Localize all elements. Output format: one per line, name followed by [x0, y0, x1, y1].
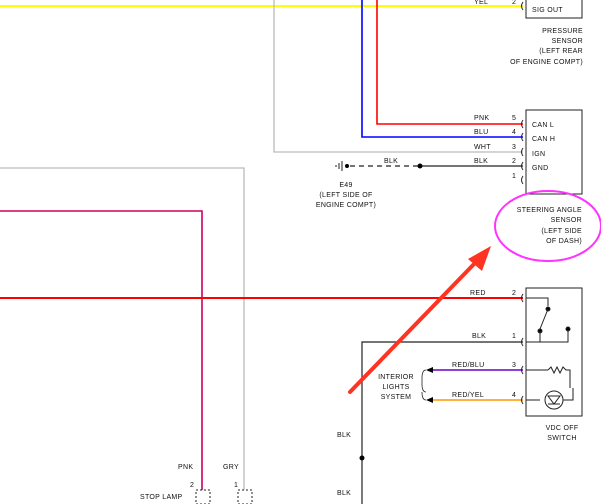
sas-pin-2: 2 — [512, 158, 516, 165]
splice-dot — [417, 163, 423, 169]
vdc-wire-red-label: RED — [470, 290, 486, 297]
sas-connector-icons — [521, 119, 524, 185]
steering-angle-sensor-box — [525, 109, 583, 195]
bottom-pin-1: 1 — [234, 482, 238, 489]
ground-location-2: ENGINE COMPT) — [316, 202, 376, 209]
blk-label-2: BLK — [337, 490, 351, 497]
blu-can-h-wire — [361, 0, 523, 138]
sas-pin-label-ign: IGN — [532, 151, 545, 158]
pressure-wire-color-label: YEL — [474, 0, 488, 6]
pressure-sensor-box — [525, 0, 583, 19]
ground-wire-label: BLK — [384, 158, 398, 165]
vdc-wire-redblu-label: RED/BLU — [452, 362, 484, 369]
vdc-wire-blk-label: BLK — [472, 333, 486, 340]
highlight-circle — [494, 190, 601, 262]
vdc-pin-1: 1 — [512, 333, 516, 340]
vdc-pin-3: 3 — [512, 362, 516, 369]
sas-wire-label-3: WHT — [474, 144, 491, 151]
annotation-arrow — [348, 246, 491, 394]
vdc-wire-redyel-label: RED/YEL — [452, 392, 484, 399]
sas-pin-3: 3 — [512, 144, 516, 151]
blk-splice-dot — [359, 455, 365, 461]
sas-pin-5: 5 — [512, 115, 516, 122]
interior-lights-3: SYSTEM — [381, 394, 412, 401]
interior-lights-1: INTERIOR — [378, 374, 414, 381]
pnk-wire — [0, 210, 203, 490]
bottom-pin-2: 2 — [190, 482, 194, 489]
vdc-pin-4: 4 — [512, 392, 516, 399]
sas-name-4: OF DASH) — [546, 238, 582, 245]
ground-dot — [345, 164, 349, 168]
sas-name-1: STEERING ANGLE — [517, 207, 582, 214]
pressure-pin-number: 2 — [512, 0, 516, 6]
ground-id: E49 — [339, 182, 352, 189]
stop-lamp-connector-icon — [195, 489, 253, 504]
pressure-sensor-name-2: SENSOR — [552, 38, 583, 45]
vdc-off-switch-box — [525, 287, 583, 417]
sas-pin-label-can-h: CAN H — [532, 136, 555, 143]
sas-name-2: SENSOR — [551, 217, 582, 224]
pressure-pin-label: SIG OUT — [532, 7, 563, 14]
sas-wire-label-5: PNK — [474, 115, 489, 122]
pressure-sensor-name-4: OF ENGINE COMPT) — [510, 59, 583, 66]
gry-wire — [0, 167, 245, 490]
ground-icon — [335, 161, 343, 171]
bottom-pnk-label: PNK — [178, 464, 193, 471]
vdc-name-2: SWITCH — [547, 435, 576, 442]
vdc-connector-icons — [521, 293, 524, 405]
connector-icon — [521, 1, 524, 11]
bracket-icon — [421, 369, 427, 401]
pressure-sensor-name-1: PRESSURE — [542, 28, 583, 35]
vdc-pin-2: 2 — [512, 290, 516, 297]
ground-location-1: (LEFT SIDE OF — [319, 192, 372, 199]
sas-pin-label-can-l: CAN L — [532, 122, 554, 129]
pnk-can-l-wire — [376, 0, 523, 125]
interior-lights-2: LIGHTS — [382, 384, 409, 391]
sas-pin-1: 1 — [512, 173, 516, 180]
arrow-left-icon — [426, 367, 433, 373]
sas-pin-4: 4 — [512, 129, 516, 136]
blk-label-1: BLK — [337, 432, 351, 439]
sas-wire-label-4: BLU — [474, 129, 489, 136]
stop-lamp-label: STOP LAMP — [140, 494, 183, 501]
wht-ign-wire — [273, 0, 523, 153]
sas-name-3: (LEFT SIDE — [541, 228, 582, 235]
vdc-name-1: VDC OFF — [546, 425, 579, 432]
bottom-gry-label: GRY — [223, 464, 239, 471]
pressure-sensor-name-3: (LEFT REAR — [539, 48, 583, 55]
sas-wire-label-2: BLK — [474, 158, 488, 165]
arrow-left-icon-2 — [426, 397, 433, 403]
sas-pin-label-gnd: GND — [532, 165, 548, 172]
switch-symbol-icon — [526, 297, 574, 410]
blk-switch-wire — [361, 341, 523, 504]
